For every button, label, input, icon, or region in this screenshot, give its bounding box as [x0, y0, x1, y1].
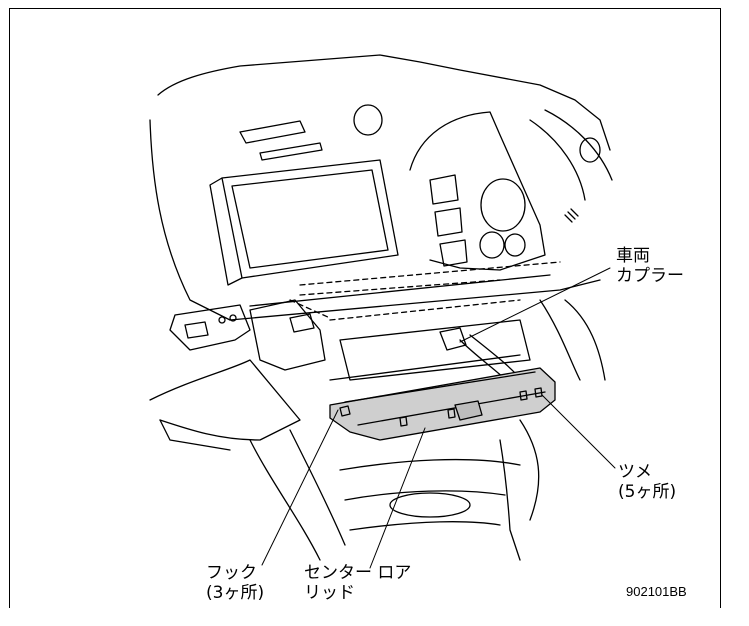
center-lower-lid-label: センター ロア リッド — [304, 563, 411, 603]
hidden-clip-lines — [289, 261, 561, 321]
hook-label-line2: (3ヶ所) — [206, 583, 265, 603]
top-vent — [239, 120, 323, 161]
claw-label-line2: (5ヶ所) — [618, 482, 677, 502]
leader-hook — [261, 409, 339, 566]
meter-cluster — [409, 109, 613, 271]
center-console — [249, 299, 606, 561]
left-side-panel — [149, 299, 326, 451]
vehicle-coupler-label: 車両 カプラー — [616, 246, 684, 286]
claw-label-line1: ツメ — [618, 462, 652, 482]
figure-frame — [9, 8, 721, 608]
dashboard-panel — [149, 54, 611, 321]
leader-lid — [369, 427, 426, 569]
vehicle-coupler-label-line1: 車両 — [616, 246, 650, 266]
figure-code: 902101BB — [626, 584, 687, 599]
hook-label: フック (3ヶ所) — [206, 563, 264, 603]
center-lower-lid-label-line2: リッド — [304, 583, 355, 603]
leader-coupler — [459, 267, 611, 343]
leader-claw — [541, 394, 616, 469]
center-lower-lid-label-line1: センター ロア — [304, 563, 412, 583]
vehicle-coupler-label-line2: カプラー — [616, 266, 684, 286]
display-screen — [209, 159, 399, 286]
leader-lines — [261, 267, 616, 569]
claw-label: ツメ (5ヶ所) — [618, 462, 676, 502]
hook-label-line1: フック — [206, 563, 257, 583]
center-lower-lid — [329, 367, 556, 441]
round-knob — [353, 104, 383, 136]
